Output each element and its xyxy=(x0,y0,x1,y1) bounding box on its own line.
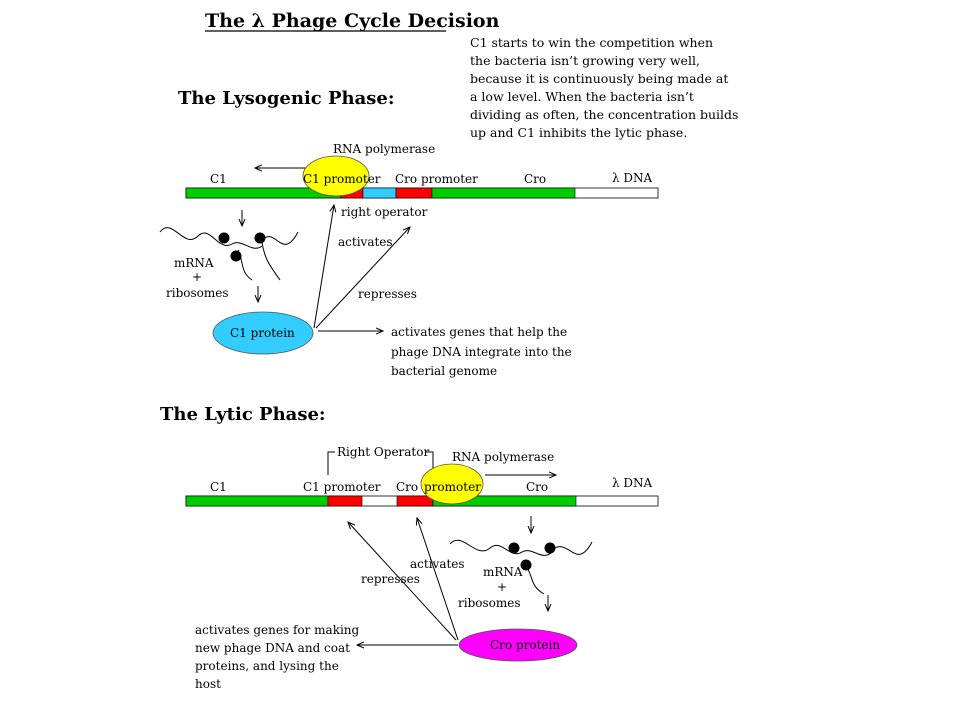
dna-strand xyxy=(185,187,659,199)
operator-site xyxy=(327,495,363,507)
cro-gene-label: Cro xyxy=(524,172,546,186)
represses-arrow xyxy=(348,522,457,641)
lytic-effect-line: new phage DNA and coat xyxy=(195,641,350,655)
right-operator-bracket xyxy=(425,451,434,475)
activates-arrow xyxy=(313,205,334,329)
ribosome xyxy=(520,559,532,571)
cro-promoter-label: Cro promoter xyxy=(395,172,478,186)
lysogenic-heading: The Lysogenic Phase: xyxy=(178,88,395,109)
activates-label: activates xyxy=(338,235,393,249)
cro-gene-label: Cro xyxy=(526,480,548,494)
ribosomes-label: ribosomes xyxy=(166,286,229,300)
explanation-line: the bacteria isn’t growing very well, xyxy=(470,53,700,68)
right-operator-label: right operator xyxy=(341,205,428,219)
explanation-line: dividing as often, the concentration bui… xyxy=(470,107,738,122)
c1-protein-label: C1 protein xyxy=(230,326,295,340)
cro-gene xyxy=(431,187,576,199)
dna-label: λ DNA xyxy=(612,171,653,185)
lytic-heading: The Lytic Phase: xyxy=(160,404,326,425)
c1-gene xyxy=(185,495,329,507)
plus-label: + xyxy=(192,270,202,284)
c1-gene-label: C1 xyxy=(210,172,227,186)
lytic-effect-line: activates genes for making xyxy=(195,623,360,637)
c1-protein xyxy=(212,311,314,355)
lytic-effect-line: proteins, and lysing the xyxy=(195,659,339,673)
ribosome xyxy=(230,250,242,262)
represses-label: represses xyxy=(361,572,420,586)
ribosome xyxy=(218,232,230,244)
plus-label: + xyxy=(497,580,507,594)
lytic-effect-line: host xyxy=(195,677,221,691)
operator-site xyxy=(395,187,433,199)
spacer-region xyxy=(362,187,397,199)
mrna-label: mRNA xyxy=(483,565,523,579)
explanation-line: because it is continuously being made at xyxy=(470,71,728,86)
explanation-line: up and C1 inhibits the lytic phase. xyxy=(470,125,687,140)
lysogenic-phase: The Lysogenic Phase: RNA polymerase C1 C… xyxy=(159,88,659,378)
cro-gene xyxy=(432,495,577,507)
right-operator-label: Right Operator xyxy=(337,445,429,459)
cro-protein xyxy=(458,628,578,662)
explanation-line: a low level. When the bacteria isn’t xyxy=(470,89,694,104)
dna-strand xyxy=(185,495,659,507)
ribosome xyxy=(544,542,556,554)
operator-site xyxy=(396,495,434,507)
c1-gene-label: C1 xyxy=(210,480,227,494)
rna-polymerase-label: RNA polymerase xyxy=(333,142,435,156)
c1-promoter-label: C1 promoter xyxy=(303,172,381,186)
mrna-ribosomes xyxy=(449,516,593,611)
explanation-line: C1 starts to win the competition when xyxy=(470,35,713,50)
activates-label: activates xyxy=(410,557,465,571)
dna-label: λ DNA xyxy=(612,476,653,490)
lysogenic-effect-line: bacterial genome xyxy=(391,364,497,378)
rna-polymerase-label: RNA polymerase xyxy=(452,450,554,464)
mrna-ribosomes xyxy=(159,210,299,302)
right-operator-bracket xyxy=(327,451,335,475)
rna-polymerase xyxy=(420,463,484,505)
lysogenic-effect-line: phage DNA integrate into the xyxy=(391,345,572,359)
explanation-paragraph: C1 starts to win the competition when th… xyxy=(470,35,738,140)
c1-promoter-label: C1 promoter xyxy=(303,480,381,494)
page-title: The λ Phage Cycle Decision xyxy=(205,10,500,32)
lysogenic-effect-line: activates genes that help the xyxy=(391,325,567,339)
represses-arrow xyxy=(315,227,410,329)
ribosomes-label: ribosomes xyxy=(458,596,521,610)
ribosome xyxy=(508,542,520,554)
activates-arrow xyxy=(417,518,459,641)
rna-polymerase xyxy=(302,155,370,197)
ribosome xyxy=(254,232,266,244)
cro-promoter-label: promoter xyxy=(424,480,481,494)
lytic-phase: The Lytic Phase: Right Operator RNA poly… xyxy=(160,404,659,691)
cro-protein-label: Cro protein xyxy=(490,638,560,652)
represses-label: represses xyxy=(358,287,417,301)
cro-promoter-label: Cro xyxy=(396,480,418,494)
mrna-label: mRNA xyxy=(174,256,214,270)
